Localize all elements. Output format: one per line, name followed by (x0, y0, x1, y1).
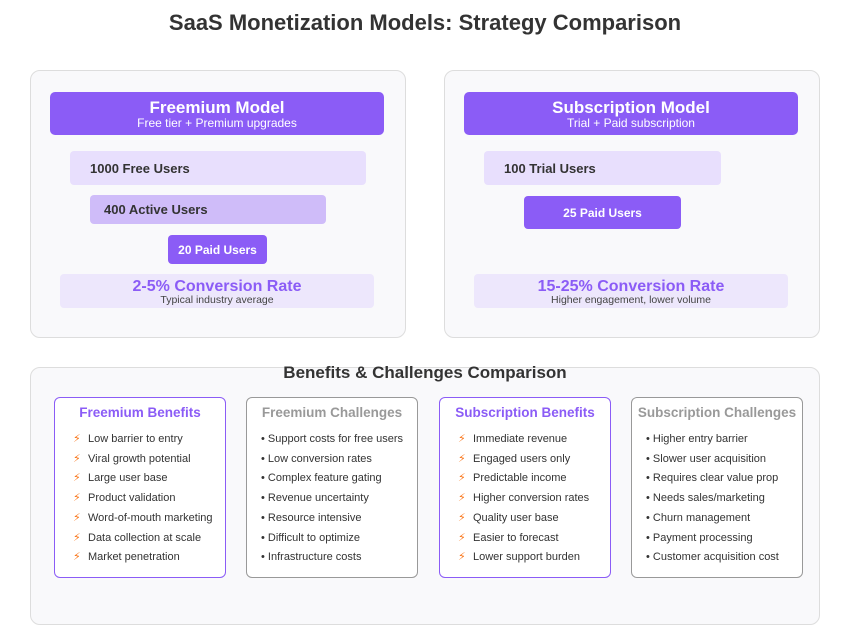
challenges-list: Support costs for free users Low convers… (247, 430, 417, 568)
list-item: Support costs for free users (261, 430, 417, 450)
subscription-benefits-card: Subscription Benefits ⚡ Immediate revenue… (439, 397, 611, 578)
list-item: ⚡ Immediate revenue (458, 430, 610, 450)
list-item: Churn management (646, 509, 802, 529)
subscription-header-subtitle: Trial + Paid subscription (567, 116, 695, 130)
list-item: ⚡ Data collection at scale (73, 529, 225, 549)
lightning-icon: ⚡ (458, 492, 466, 505)
page-title: SaaS Monetization Models: Strategy Compa… (168, 10, 682, 35)
list-item: ⚡ Lower support burden (458, 548, 610, 568)
list-item-label: Market penetration (88, 551, 180, 564)
list-item: Customer acquisition cost (646, 548, 802, 568)
lightning-icon: ⚡ (73, 551, 81, 564)
lightning-icon: ⚡ (458, 472, 466, 485)
list-item-label: Quality user base (473, 511, 559, 524)
lightning-icon: ⚡ (73, 531, 81, 544)
lightning-icon: ⚡ (73, 433, 81, 445)
list-item: Payment processing (646, 529, 802, 549)
list-item-label: Word-of-mouth marketing (88, 511, 213, 524)
freemium-benefits-card: Freemium Benefits ⚡ Low barrier to entry … (54, 397, 226, 578)
list-item-label: Easier to forecast (473, 531, 559, 544)
list-item: ⚡ Market penetration (73, 548, 225, 568)
list-item: ⚡ Quality user base (458, 509, 610, 529)
subscription-panel: Subscription Model Trial + Paid subscrip… (444, 70, 820, 338)
list-item: Difficult to optimize (261, 529, 417, 549)
list-item: Requires clear value prop (646, 469, 802, 489)
lightning-icon: ⚡ (73, 511, 81, 524)
list-item: Complex feature gating (261, 469, 417, 489)
subscription-conversion-box: 15-25% Conversion Rate Higher engagement… (474, 274, 788, 308)
list-item: ⚡ Engaged users only (458, 450, 610, 470)
list-item-label: Product validation (88, 492, 176, 505)
lightning-icon: ⚡ (458, 511, 466, 524)
list-item: Needs sales/marketing (646, 489, 802, 509)
card-title: Freemium Benefits (79, 405, 201, 420)
list-item: Low conversion rates (261, 450, 417, 470)
comparison-title: Benefits & Challenges Comparison (283, 363, 567, 382)
freemium-header-title: Freemium Model (149, 98, 285, 117)
list-item-label: Predictable income (473, 472, 567, 485)
freemium-header-subtitle: Free tier + Premium upgrades (137, 116, 297, 130)
freemium-panel: Freemium Model Free tier + Premium upgra… (30, 70, 406, 338)
freemium-conversion-note: Typical industry average (160, 294, 274, 306)
list-item-label: Low barrier to entry (88, 433, 183, 445)
list-item: Infrastructure costs (261, 548, 417, 568)
subscription-conversion-note: Higher engagement, lower volume (551, 294, 711, 306)
list-item: ⚡ Predictable income (458, 469, 610, 489)
freemium-conversion-box: 2-5% Conversion Rate Typical industry av… (60, 274, 374, 308)
list-item-label: Engaged users only (473, 452, 571, 465)
list-item: Revenue uncertainty (261, 489, 417, 509)
subscription-header-title: Subscription Model (552, 98, 710, 117)
challenges-list: Higher entry barrier Slower user acquisi… (632, 430, 802, 568)
lightning-icon: ⚡ (73, 492, 81, 505)
list-item: ⚡ Large user base (73, 469, 225, 489)
freemium-challenges-card: Freemium Challenges Support costs for fr… (246, 397, 418, 578)
list-item-label: Viral growth potential (88, 452, 191, 465)
subscription-challenges-card: Subscription Challenges Higher entry bar… (631, 397, 803, 578)
list-item-label: Immediate revenue (473, 433, 568, 445)
list-item: ⚡ Product validation (73, 489, 225, 509)
subscription-funnel-trial-users: 100 Trial Users (484, 151, 721, 185)
lightning-icon: ⚡ (73, 452, 81, 465)
freemium-funnel-free-users: 1000 Free Users (70, 151, 366, 185)
list-item: ⚡ Viral growth potential (73, 450, 225, 470)
freemium-funnel-active-users: 400 Active Users (90, 195, 326, 224)
list-item: ⚡ Word-of-mouth marketing (73, 509, 225, 529)
list-item-label: Lower support burden (473, 551, 581, 564)
lightning-icon: ⚡ (458, 531, 466, 544)
benefits-list: ⚡ Immediate revenue ⚡ Engaged users only ⚡… (440, 430, 610, 568)
comparison-section: Benefits & Challenges Comparison Freemiu… (30, 363, 820, 625)
benefits-list: ⚡ Low barrier to entry ⚡ Viral growth pote… (55, 430, 225, 568)
list-item: ⚡ Easier to forecast (458, 529, 610, 549)
lightning-icon: ⚡ (458, 551, 466, 564)
subscription-funnel-paid-users: 25 Paid Users (524, 196, 681, 229)
list-item: Resource intensive (261, 509, 417, 529)
subscription-header: Subscription Model Trial + Paid subscrip… (464, 92, 798, 135)
list-item-label: Data collection at scale (88, 531, 202, 544)
lightning-icon: ⚡ (458, 433, 466, 445)
list-item-label: Higher conversion rates (473, 492, 590, 505)
card-title: Subscription Benefits (455, 405, 595, 420)
list-item: Higher entry barrier (646, 430, 802, 450)
card-title: Freemium Challenges (261, 405, 403, 420)
list-item: Slower user acquisition (646, 450, 802, 470)
lightning-icon: ⚡ (458, 452, 466, 465)
list-item: ⚡ Low barrier to entry (73, 430, 225, 450)
card-title: Subscription Challenges (637, 405, 797, 420)
list-item-label: Large user base (88, 472, 168, 485)
list-item: ⚡ Higher conversion rates (458, 489, 610, 509)
freemium-funnel-paid-users: 20 Paid Users (168, 235, 267, 264)
freemium-conversion-rate: 2-5% Conversion Rate (132, 278, 302, 295)
subscription-conversion-rate: 15-25% Conversion Rate (537, 278, 725, 295)
freemium-header: Freemium Model Free tier + Premium upgra… (50, 92, 384, 135)
lightning-icon: ⚡ (73, 472, 81, 485)
